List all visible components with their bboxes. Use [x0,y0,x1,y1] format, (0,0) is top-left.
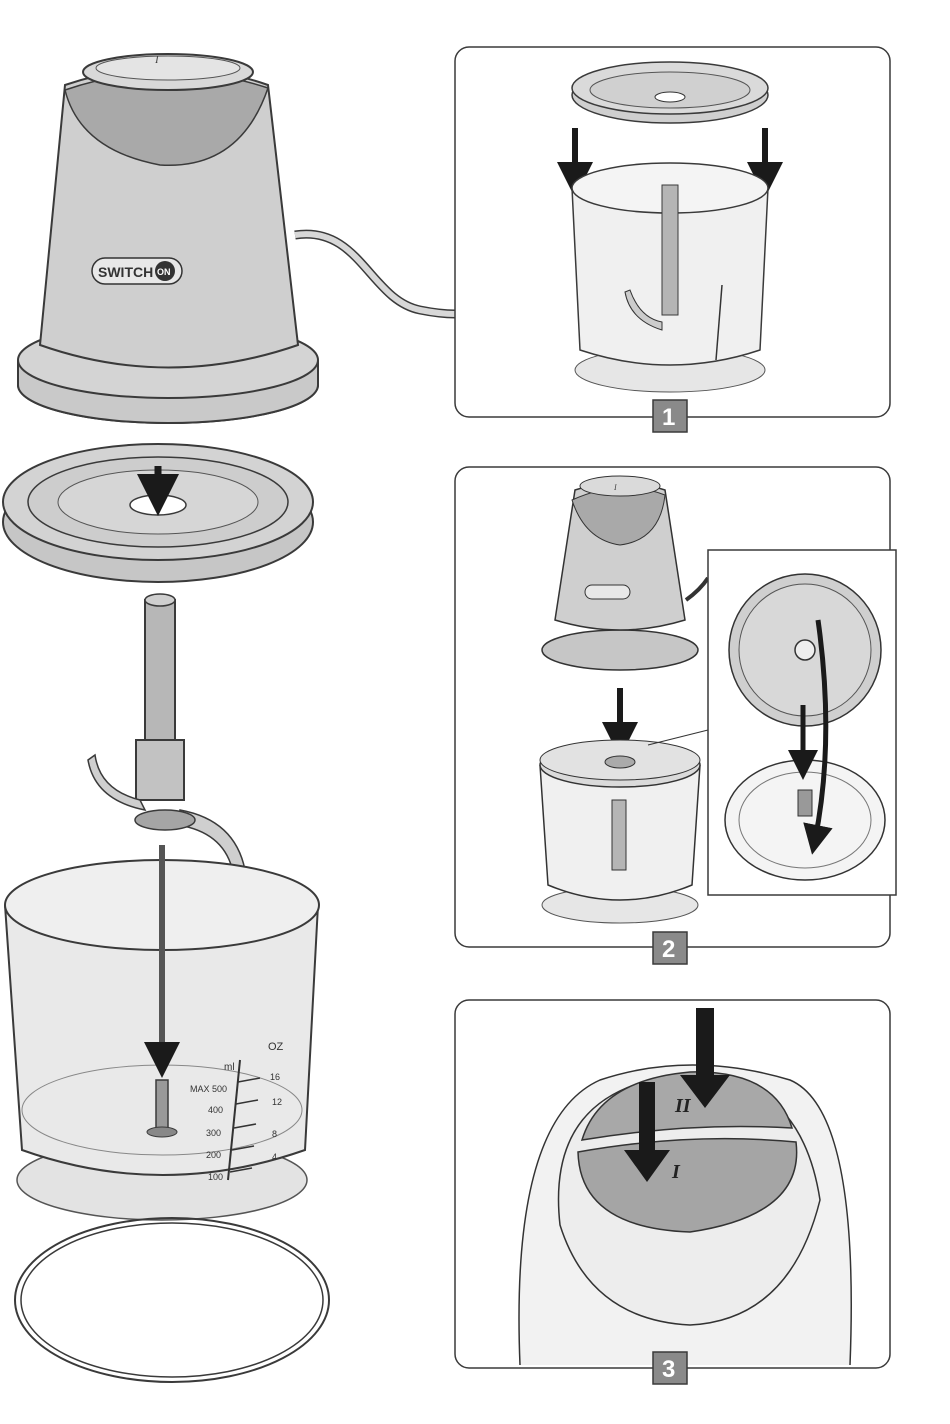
speed-2-label: II [674,1095,692,1117]
oz-mark-2: 8 [272,1129,277,1139]
step-1-panel [455,47,890,417]
speed-1-label-step2: I [613,483,617,492]
svg-text:1: 1 [662,404,675,431]
step-2-badge: 2 [653,932,687,964]
svg-text:2: 2 [662,936,675,963]
svg-text:ON: ON [157,267,171,277]
ml-mark-0: MAX 500 [190,1084,227,1094]
motor-unit: I [18,54,318,423]
step-3-badge: 3 [653,1352,687,1384]
ml-mark-1: 400 [208,1105,223,1115]
step-3-panel: II I [455,1000,890,1368]
non-slip-ring [15,1218,329,1382]
brand-logo: SWITCH ON [92,258,182,284]
step-2-panel: I [455,467,896,947]
oz-mark-3: 4 [272,1152,277,1162]
step-1-badge: 1 [653,400,687,432]
speed-1-label: I [671,1161,681,1183]
ml-mark-2: 300 [206,1128,221,1138]
ml-mark-4: 100 [208,1172,223,1182]
svg-text:SWITCH: SWITCH [98,264,153,280]
svg-text:3: 3 [662,1356,675,1383]
blade-assembly [88,594,245,870]
bowl-lid [3,444,313,582]
ml-mark-3: 200 [206,1150,221,1160]
oz-mark-0: 16 [270,1072,280,1082]
oz-mark-1: 12 [272,1097,282,1107]
ml-unit-label: ml [224,1062,235,1073]
oz-unit-label: OZ [268,1041,284,1053]
